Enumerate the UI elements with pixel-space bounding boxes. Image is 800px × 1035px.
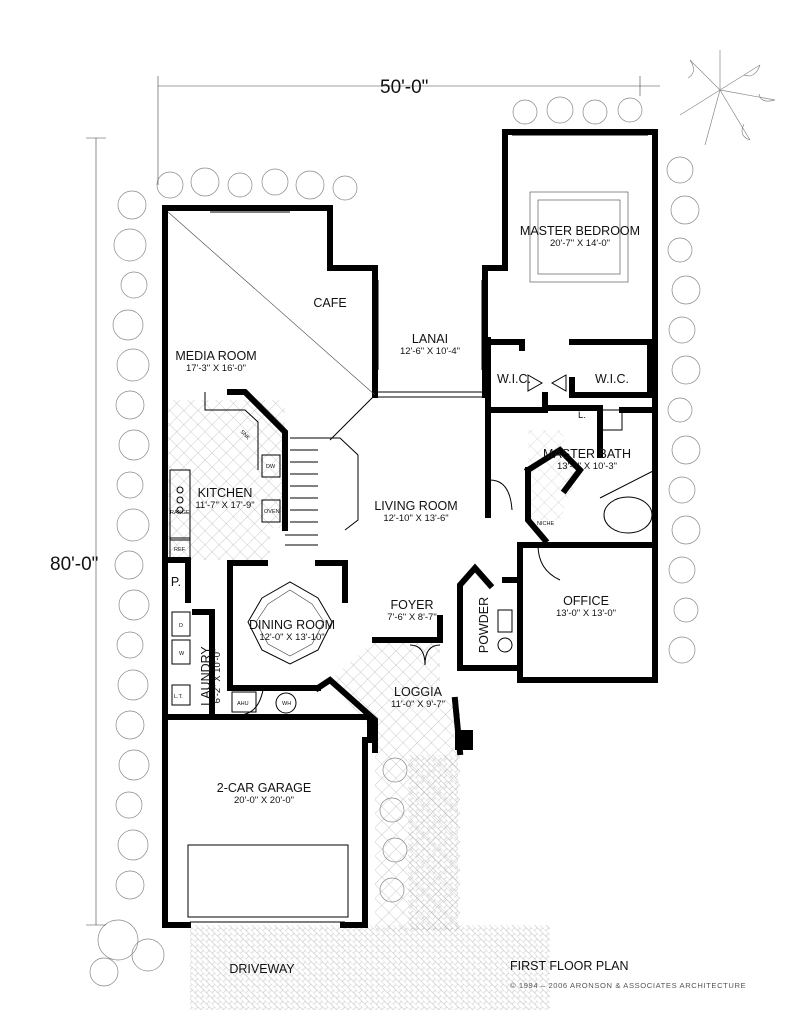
- water-heater-label: WH: [282, 701, 291, 707]
- kitchen-label: KITCHEN: [198, 486, 253, 500]
- ahu-label: AHU: [237, 701, 249, 707]
- east-wall: [482, 129, 658, 683]
- foyer-size: 7'-6" X 8'-7": [387, 612, 436, 623]
- washer-label: W: [179, 651, 185, 657]
- niche-label: NICHE: [537, 521, 554, 527]
- refrigerator-label: REF.: [174, 547, 186, 553]
- palm-tree: [679, 50, 776, 146]
- top-shrubs: [156, 96, 643, 201]
- bathtub: [603, 496, 653, 534]
- master-bath-size: 13'-4" X 10'-3": [557, 461, 617, 472]
- right-shrubs: [666, 156, 701, 664]
- office-label: OFFICE: [563, 594, 609, 608]
- dining-room-label: DINING ROOM: [249, 618, 335, 632]
- garage-door: [187, 844, 349, 918]
- wic-left-label: W.I.C.: [497, 372, 531, 386]
- kitchen-tile: [168, 400, 285, 560]
- copyright-notice: © 1994 – 2006 ARONSON & ASSOCIATES ARCHI…: [510, 981, 746, 990]
- west-wall: [162, 205, 333, 928]
- powder-label: POWDER: [477, 597, 491, 653]
- kitchen-size: 11'-7" X 17'-9": [195, 500, 254, 511]
- living-room-label: LIVING ROOM: [374, 499, 457, 513]
- interior-details: [167, 134, 656, 923]
- driveway-pavers: [190, 925, 550, 1010]
- dining-room-size: 12'-0" X 13'-10": [259, 632, 324, 643]
- living-room-size: 12'-10" X 13'-6": [383, 513, 448, 524]
- media-room-size: 17'-3" X 16'-0": [186, 363, 246, 374]
- wic-right-label: W.I.C.: [595, 372, 629, 386]
- overall-width-label: 50'-0": [380, 77, 428, 98]
- driveway-label: DRIVEWAY: [229, 962, 295, 976]
- dryer-label: D: [179, 623, 183, 629]
- master-bath-label: MASTER BATH: [543, 447, 631, 461]
- dining-table: [247, 581, 333, 665]
- lanai-size: 12'-6" X 10'-4": [400, 346, 460, 357]
- floor-finishes: [168, 400, 580, 1010]
- cafe-label: CAFE: [313, 296, 346, 310]
- dimension-lines: [86, 76, 660, 926]
- garage-size: 20'-0" X 20'-0": [234, 795, 294, 806]
- walls: [162, 129, 658, 928]
- master-bedroom-size: 20'-7" X 14'-0": [550, 238, 610, 249]
- loggia-tile: [330, 640, 460, 752]
- linen-label: L.: [578, 410, 586, 421]
- loggia-size: 11'-0" X 9'-7": [391, 699, 445, 710]
- overall-depth-label: 80'-0": [50, 554, 98, 575]
- entry-column: [455, 730, 473, 750]
- garage-label: 2-CAR GARAGE: [217, 781, 311, 795]
- oven-label: OVEN: [264, 509, 280, 515]
- foyer-label: FOYER: [390, 598, 433, 612]
- laundry-size: 6'-2" X 10'-0": [212, 649, 223, 704]
- landscaping: [89, 50, 776, 987]
- laundry-tub-label: L.T.: [174, 694, 183, 700]
- pantry-label: P.: [171, 575, 181, 589]
- lanai-label: LANAI: [412, 332, 448, 346]
- dishwasher-label: DW: [266, 464, 276, 470]
- media-room-label: MEDIA ROOM: [175, 349, 256, 363]
- loggia-label: LOGGIA: [394, 685, 443, 699]
- front-door: [409, 644, 441, 666]
- range-label: RANGE: [170, 510, 190, 516]
- plan-title: FIRST FLOOR PLAN: [510, 959, 629, 973]
- left-shrubs: [89, 190, 165, 987]
- master-bedroom-label: MASTER BEDROOM: [520, 224, 640, 238]
- room-labels: MASTER BEDROOM 20'-7" X 14'-0" CAFE LANA…: [171, 224, 640, 976]
- office-size: 13'-0" X 13'-0": [556, 608, 616, 619]
- laundry-label: LAUNDRY: [199, 646, 213, 706]
